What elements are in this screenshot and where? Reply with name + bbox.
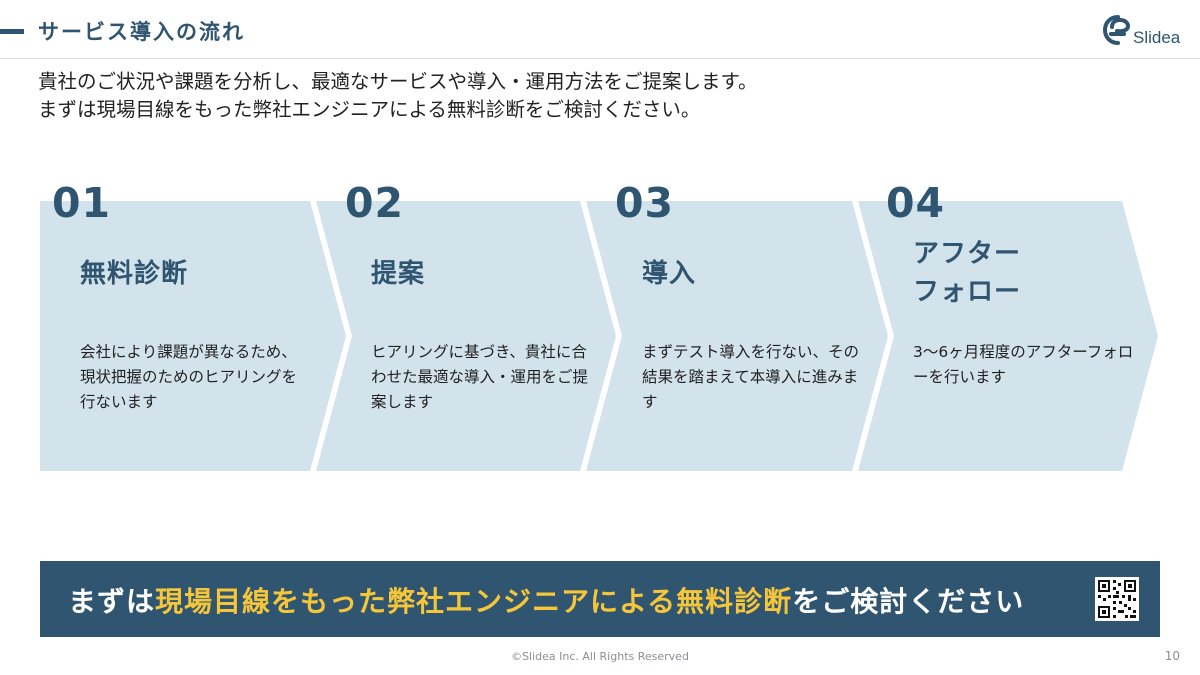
page-number: 10 xyxy=(1164,649,1180,663)
slidea-logo-icon xyxy=(1102,15,1131,45)
chevron-step-2 xyxy=(316,201,616,471)
step-title-2: 提案 xyxy=(371,259,426,289)
page-title: サービス導入の流れ xyxy=(38,20,245,44)
step-text-2: ヒアリングに基づき、貴社に合わせた最適な導入・運用をご提案します xyxy=(371,343,589,411)
step-title-4: アフター フォロー xyxy=(913,239,1022,307)
header-accent-bar xyxy=(0,29,24,34)
cta-highlight: 現場目線をもった弊社エンジニアによる無料診断 xyxy=(155,585,793,618)
footer-copyright: ©Slidea Inc. All Rights Reserved xyxy=(511,650,689,663)
step-number-2: 02 xyxy=(345,179,405,227)
cta-banner[interactable]: まずは現場目線をもった弊社エンジニアによる無料診断をご検討ください xyxy=(40,561,1160,637)
logo-text: Slidea xyxy=(1133,28,1181,47)
cta-text: まずは現場目線をもった弊社エンジニアによる無料診断をご検討ください xyxy=(68,580,1024,620)
process-flow: 01 無料診断 会社により課題が異なるため、現状把握のためのヒアリングを行ないま… xyxy=(0,170,1200,480)
step-text-4: 3〜6ヶ月程度のアフターフォローを行います xyxy=(913,343,1134,386)
intro-line-1: 貴社のご状況や課題を分析し、最適なサービスや導入・運用方法をご提案します。 xyxy=(38,70,758,93)
step-number-1: 01 xyxy=(52,179,112,227)
step-text-1: 会社により課題が異なるため、現状把握のためのヒアリングを行ないます xyxy=(80,343,298,411)
header-divider xyxy=(0,58,1200,59)
step-text-3: まずテスト導入を行ない、その結果を踏まえて本導入に進みます xyxy=(642,343,860,411)
step-number-4: 04 xyxy=(886,179,946,227)
cta-text-part-1: まずは xyxy=(68,585,156,618)
chevron-step-3 xyxy=(586,201,888,471)
flow-chevrons xyxy=(40,201,1158,471)
qr-code-icon[interactable] xyxy=(1095,577,1139,621)
intro-text: 貴社のご状況や課題を分析し、最適なサービスや導入・運用方法をご提案します。 まず… xyxy=(38,68,758,124)
cta-text-part-2: をご検討ください xyxy=(792,585,1025,618)
step-number-3: 03 xyxy=(615,179,675,227)
intro-line-2: まずは現場目線をもった弊社エンジニアによる無料診断をご検討ください。 xyxy=(38,98,701,121)
chevron-step-1 xyxy=(40,201,346,471)
brand-logo: Slidea xyxy=(1102,14,1192,50)
step-title-1: 無料診断 xyxy=(80,259,189,289)
step-title-3: 導入 xyxy=(642,259,697,289)
chevron-step-4 xyxy=(858,201,1158,471)
